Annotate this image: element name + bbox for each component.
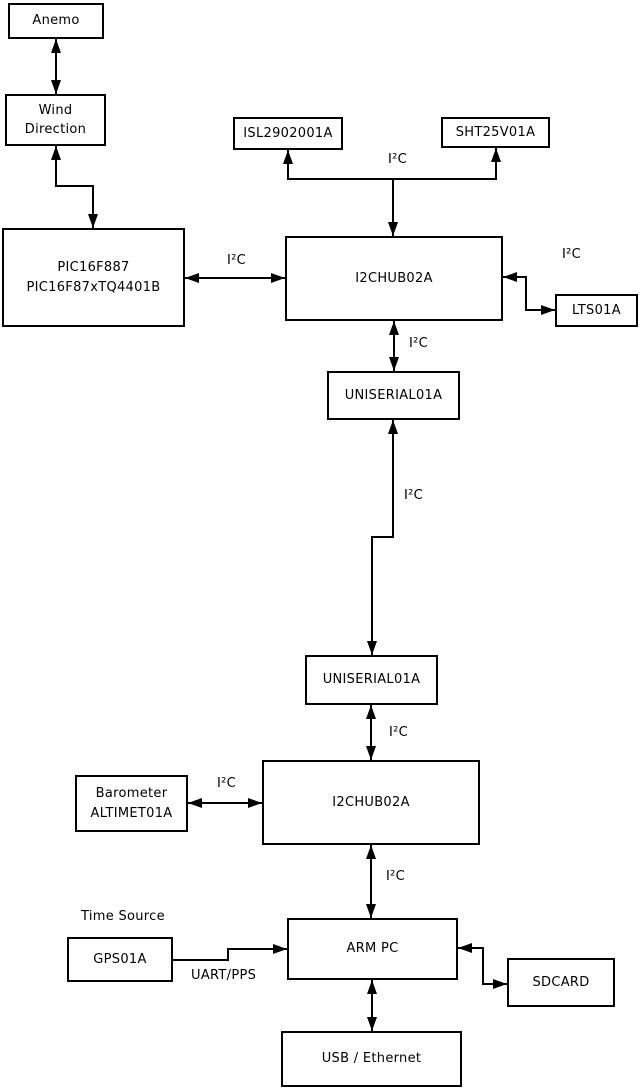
node-uniserial01a-bottom: UNISERIAL01A (305, 655, 438, 705)
connector-pic-i2chub-top (185, 273, 285, 283)
node-arm-pc-label: ARM PC (346, 941, 399, 957)
label-time-source: Time Source (81, 909, 165, 924)
arrowhead (283, 150, 293, 164)
node-sht25v01a-label: SHT25V01A (455, 124, 536, 140)
node-lts01a: LTS01A (555, 294, 638, 327)
node-uniserial01a-top: UNISERIAL01A (327, 371, 460, 420)
arrowhead (367, 980, 377, 994)
node-uniserial01a-top-label: UNISERIAL01A (344, 387, 443, 403)
label-i2c-sensors-branch: I²C (388, 152, 408, 167)
arrowhead (541, 305, 555, 315)
node-arm-pc: ARM PC (287, 918, 458, 980)
node-sdcard-label: SDCARD (532, 974, 590, 990)
node-wind-direction: Wind Direction (5, 94, 106, 146)
arrowhead (389, 357, 399, 371)
label-i2c-uniserial-link: I²C (404, 488, 424, 503)
arrowhead (88, 214, 98, 228)
connector-armpc-usb-ethernet (367, 980, 377, 1031)
connector-gps-armpc (173, 944, 287, 961)
arrowhead (366, 904, 376, 918)
node-usb-ethernet: USB / Ethernet (281, 1031, 462, 1087)
node-i2chub02a-bottom-label: I2CHUB02A (332, 794, 410, 810)
label-i2c-barometer: I²C (217, 776, 237, 791)
arrowhead (493, 979, 507, 989)
arrowhead (273, 944, 287, 954)
node-barometer-altimet01a-label: Barometer ALTIMET01A (90, 786, 173, 821)
label-i2c-pic-hub: I²C (227, 253, 247, 268)
connector-i2chub-bottom-armpc (366, 845, 376, 918)
arrowhead (51, 39, 61, 53)
node-gps01a-label: GPS01A (93, 951, 147, 967)
arrowhead (458, 943, 472, 953)
arrowhead (491, 148, 501, 162)
connector-anemo-wind-direction (51, 39, 61, 94)
arrowhead (51, 80, 61, 94)
connector-wind-direction-pic (51, 146, 98, 228)
arrowhead (367, 641, 377, 655)
arrowhead (366, 746, 376, 760)
node-usb-ethernet-label: USB / Ethernet (321, 1051, 422, 1067)
node-isl2902001a: ISL2902001A (233, 117, 343, 150)
arrowhead (271, 273, 285, 283)
connector-uniserial-top-uniserial-bottom (367, 420, 398, 655)
node-pic16f887-label: PIC16F887 PIC16F87xTQ4401B (26, 260, 161, 295)
connector-armpc-sdcard (458, 943, 507, 989)
label-i2c-lts: I²C (562, 247, 582, 262)
arrowhead (366, 845, 376, 859)
node-wind-direction-label: Wind Direction (24, 102, 87, 138)
arrowhead (503, 272, 517, 282)
node-sht25v01a: SHT25V01A (441, 117, 550, 148)
node-barometer-altimet01a: Barometer ALTIMET01A (75, 775, 188, 832)
arrowhead (389, 321, 399, 335)
node-i2chub02a-bottom: I2CHUB02A (262, 760, 480, 845)
label-uart-pps: UART/PPS (191, 968, 257, 983)
node-isl2902001a-label: ISL2902001A (243, 125, 333, 141)
arrowhead (188, 798, 202, 808)
arrowhead (388, 222, 398, 236)
node-pic16f887: PIC16F887 PIC16F87xTQ4401B (2, 228, 185, 327)
connector-uniserial-bottom-i2chub-bottom (366, 705, 376, 760)
node-i2chub02a-top-label: I2CHUB02A (355, 270, 433, 286)
label-i2c-uniserial-hub2: I²C (389, 725, 409, 740)
node-anemo-label: Anemo (32, 13, 80, 29)
label-i2c-hub2-armpc: I²C (386, 869, 406, 884)
arrowhead (51, 146, 61, 160)
node-anemo: Anemo (8, 3, 104, 39)
arrowhead (185, 273, 199, 283)
arrowhead (367, 1017, 377, 1031)
label-i2c-hub-uniserial: I²C (409, 336, 429, 351)
connector-i2chub-top-lts01a (503, 272, 555, 315)
connector-i2chub-top-sensors-branch (283, 148, 501, 236)
arrowhead (366, 705, 376, 719)
node-uniserial01a-bottom-label: UNISERIAL01A (322, 672, 421, 688)
arrowhead (248, 798, 262, 808)
arrowhead (388, 420, 398, 434)
connector-i2chub-top-uniserial-top (389, 321, 399, 371)
node-gps01a: GPS01A (67, 937, 173, 982)
node-i2chub02a-top: I2CHUB02A (285, 236, 503, 321)
node-sdcard: SDCARD (507, 958, 615, 1007)
connector-barometer-i2chub-bottom (188, 798, 262, 808)
node-lts01a-label: LTS01A (572, 302, 621, 318)
